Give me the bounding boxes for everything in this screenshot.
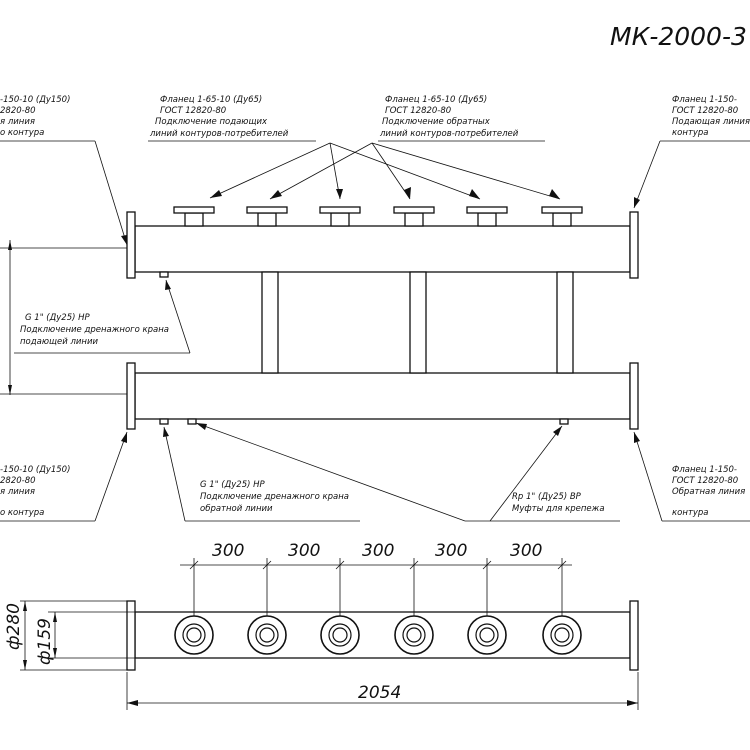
callout-supply-branch-flange: Фланец 1-65-10 (Ду65) ГОСТ 12820-80 Подк…	[149, 95, 289, 139]
svg-text:G 1" (Ду25) НР: G 1" (Ду25) НР	[200, 480, 266, 490]
svg-text:Подключение обратных: Подключение обратных	[382, 117, 491, 127]
callout-supply-main-right: Фланец 1-150- ГОСТ 12820-80 Подающая лин…	[672, 95, 750, 138]
svg-text:подающей линии: подающей линии	[20, 337, 98, 347]
spacing-2: 300	[288, 541, 320, 561]
callout-return-main-left: -150-10 (Ду150) 2820-80 я линия о контур…	[0, 465, 70, 518]
connecting-pipes	[261, 271, 574, 374]
pipe-diameter: ф159	[35, 618, 55, 665]
spacing-4: 300	[435, 541, 467, 561]
mounting-coupling-right	[559, 418, 569, 425]
svg-text:Фланец 1-65-10 (Ду65): Фланец 1-65-10 (Ду65)	[385, 95, 487, 105]
return-header-pipe	[134, 372, 631, 420]
svg-text:линий контуров-потребителей: линий контуров-потребителей	[379, 129, 519, 139]
svg-text:обратной линии: обратной линии	[200, 504, 273, 514]
svg-text:ГОСТ 12820-80: ГОСТ 12820-80	[385, 106, 451, 116]
svg-text:я линия: я линия	[0, 487, 35, 497]
drawing-title: МК-2000-3	[610, 22, 747, 51]
flange-diameter: ф280	[4, 603, 24, 650]
svg-text:ГОСТ 12820-80: ГОСТ 12820-80	[672, 106, 738, 116]
svg-text:Фланец 1-150-: Фланец 1-150-	[672, 465, 737, 475]
svg-text:контура: контура	[672, 128, 708, 138]
callout-return-main-right: Фланец 1-150- ГОСТ 12820-80 Обратная лин…	[672, 465, 745, 518]
callout-supply-main-left: -150-10 (Ду150) 2820-80 я линия о контур…	[0, 95, 70, 138]
svg-text:Подающая линия: Подающая линия	[672, 117, 750, 127]
overall-length: 2054	[358, 683, 401, 703]
svg-text:Фланец 1-150-: Фланец 1-150-	[672, 95, 737, 105]
svg-text:-150-10 (Ду150): -150-10 (Ду150)	[0, 95, 70, 105]
callout-return-branch-flange: Фланец 1-65-10 (Ду65) ГОСТ 12820-80 Подк…	[379, 95, 519, 139]
overall-length-dimension	[126, 672, 639, 710]
branch-nozzles	[173, 206, 583, 227]
diameter-dimensions	[20, 600, 135, 671]
svg-text:-150-10 (Ду150): -150-10 (Ду150)	[0, 465, 70, 475]
svg-text:Обратная линия: Обратная линия	[672, 487, 745, 497]
spacing-3: 300	[362, 541, 394, 561]
svg-text:Подключение дренажного крана: Подключение дренажного крана	[200, 492, 349, 502]
callout-supply-drain: G 1" (Ду25) НР Подключение дренажного кр…	[20, 313, 169, 347]
svg-text:о контура: о контура	[0, 128, 44, 138]
svg-text:Подключение подающих: Подключение подающих	[155, 117, 268, 127]
svg-text:Фланец 1-65-10 (Ду65): Фланец 1-65-10 (Ду65)	[160, 95, 262, 105]
main-flanges	[126, 211, 639, 430]
callout-return-drain: G 1" (Ду25) НР Подключение дренажного кр…	[200, 480, 349, 514]
spacing-1: 300	[212, 541, 244, 561]
svg-text:Rp 1" (Ду25) ВР: Rp 1" (Ду25) ВР	[512, 492, 582, 502]
return-drain-coupling	[159, 418, 169, 425]
plan-pipe	[134, 611, 631, 659]
svg-text:о контура: о контура	[0, 508, 44, 518]
callout-mounting-couplings: Rp 1" (Ду25) ВР Муфты для крепежа	[512, 492, 605, 514]
svg-text:ГОСТ 12820-80: ГОСТ 12820-80	[160, 106, 226, 116]
spacing-5: 300	[510, 541, 542, 561]
svg-text:я линия: я линия	[0, 117, 35, 127]
svg-text:2820-80: 2820-80	[0, 106, 36, 116]
supply-header-pipe	[134, 225, 631, 273]
svg-text:Подключение дренажного крана: Подключение дренажного крана	[20, 325, 169, 335]
svg-text:G 1" (Ду25) НР: G 1" (Ду25) НР	[25, 313, 91, 323]
svg-text:Муфты для крепежа: Муфты для крепежа	[512, 504, 605, 514]
svg-text:2820-80: 2820-80	[0, 476, 36, 486]
supply-drain-coupling	[159, 271, 169, 278]
svg-text:контура: контура	[672, 508, 708, 518]
mounting-coupling-left	[187, 418, 197, 425]
leader-lines	[0, 140, 750, 522]
front-view	[0, 206, 639, 430]
svg-text:ГОСТ 12820-80: ГОСТ 12820-80	[672, 476, 738, 486]
spacing-dimension-chain	[180, 558, 572, 616]
plan-view: 300 300 300 300 300 2054 ф280 ф159	[4, 541, 639, 710]
svg-text:линий контуров-потребителей: линий контуров-потребителей	[149, 129, 289, 139]
